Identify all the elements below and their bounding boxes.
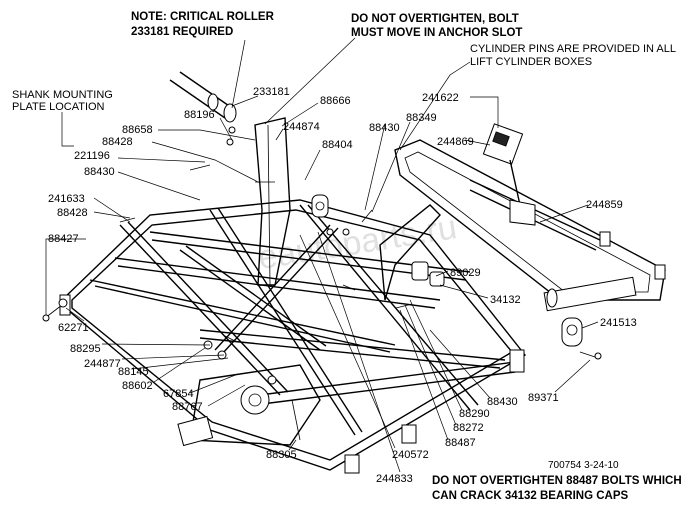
part-label: 233181: [253, 86, 290, 98]
note-overtighten-caps-line2: CAN CRACK 34132 BEARING CAPS: [432, 490, 629, 502]
part-label: 88428: [57, 207, 88, 219]
part-label: 88349: [406, 112, 437, 124]
part-labels: 233181 88666 88196 244874 88658 88428 22…: [48, 86, 637, 485]
note-shank-plate-line1: SHANK MOUNTING: [12, 89, 113, 101]
part-label: 88295: [70, 343, 101, 355]
hitch-frame: [394, 123, 666, 312]
part-label: 88666: [320, 95, 351, 107]
part-label: 67854: [163, 388, 194, 400]
part-label: 244833: [376, 473, 413, 485]
part-label: 88428: [102, 136, 133, 148]
part-label: 88430: [84, 166, 115, 178]
part-label: 240572: [392, 449, 429, 461]
part-label: 241513: [600, 317, 637, 329]
part-label: 88305: [266, 449, 297, 461]
note-critical-roller-line2: 233181 REQUIRED: [131, 26, 233, 38]
note-critical-roller-line1: NOTE: CRITICAL ROLLER: [131, 11, 275, 23]
main-frame: [59, 117, 527, 474]
part-label: 88404: [322, 139, 353, 151]
note-cylinder-pins-line2: LIFT CYLINDER BOXES: [470, 56, 592, 68]
part-label: 88427: [48, 233, 79, 245]
small-parts: [42, 71, 602, 441]
part-label: 244869: [437, 136, 474, 148]
note-cylinder-pins-line1: CYLINDER PINS ARE PROVIDED IN ALL: [470, 43, 676, 55]
drawing-id: 700754 3-24-10: [548, 460, 619, 471]
note-overtighten-bolt-line1: DO NOT OVERTIGHTEN, BOLT: [351, 13, 519, 25]
part-label: 88602: [122, 380, 153, 392]
part-label: 34132: [490, 294, 521, 306]
part-label: 62271: [58, 322, 89, 334]
part-label: 88145: [118, 366, 149, 378]
part-label: 241633: [48, 193, 85, 205]
part-label: 244877: [84, 358, 121, 370]
part-label: 88430: [369, 122, 400, 134]
part-label: 244859: [586, 199, 623, 211]
part-label: 88196: [184, 109, 215, 121]
part-label: 241622: [422, 92, 459, 104]
leader-lines: [45, 37, 599, 473]
part-label: 88658: [122, 124, 153, 136]
note-shank-plate-line2: PLATE LOCATION: [12, 101, 105, 113]
part-label: 221196: [74, 150, 110, 162]
part-label: 88290: [459, 408, 490, 420]
part-label: 88487: [445, 437, 476, 449]
part-label: 89371: [528, 392, 559, 404]
part-label: 88430: [487, 396, 518, 408]
part-label: 88767: [172, 401, 203, 413]
part-label: 244874: [283, 121, 320, 133]
note-overtighten-bolt-line2: MUST MOVE IN ANCHOR SLOT: [351, 27, 522, 39]
note-overtighten-caps-line1: DO NOT OVERTIGHTEN 88487 BOLTS WHICH: [432, 475, 682, 487]
part-label: 89029: [450, 267, 481, 279]
part-label: 88272: [453, 422, 484, 434]
